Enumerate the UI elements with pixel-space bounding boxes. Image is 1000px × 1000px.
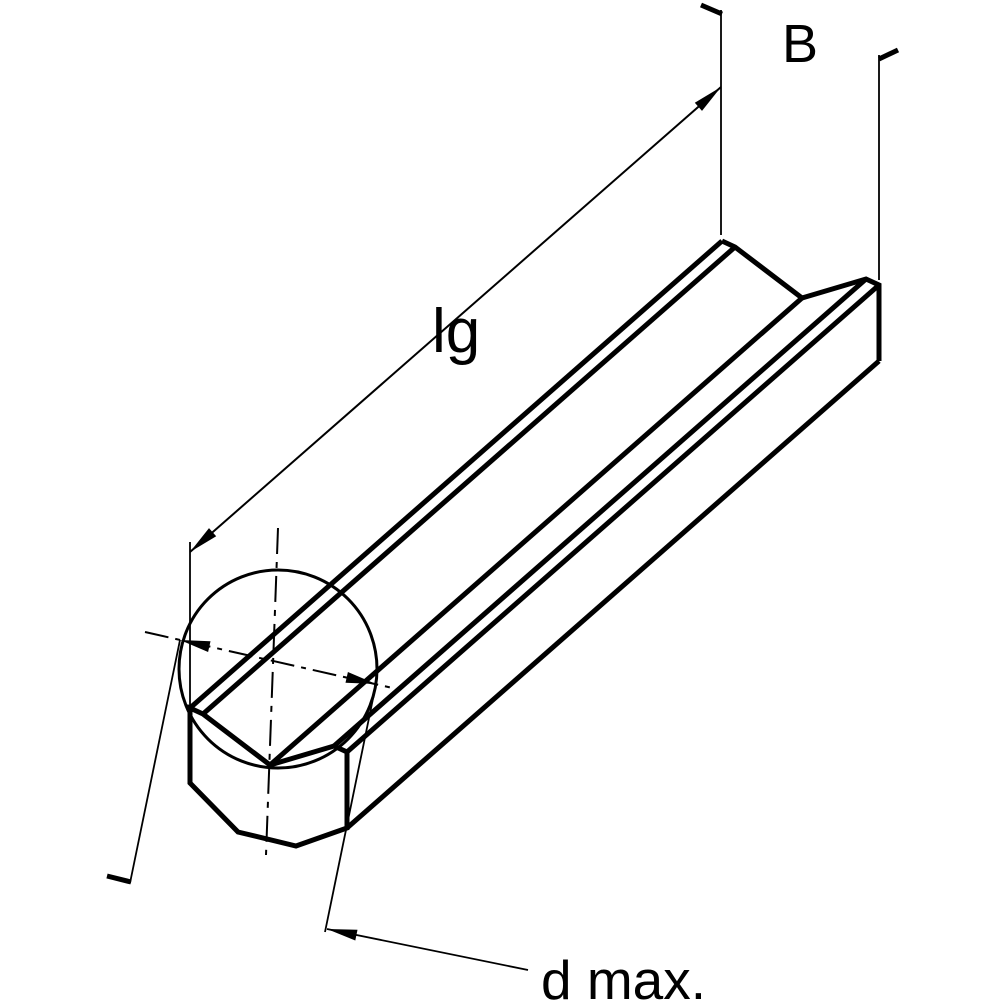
lg-label: lg (432, 297, 480, 366)
lg-dimension-line (189, 86, 722, 553)
bar-long-edge-groove-bottom (268, 296, 804, 767)
d-max-witness-line-left (129, 639, 181, 884)
d-max-arrowhead-left (180, 640, 211, 652)
d-max-label: d max. (541, 949, 706, 1000)
d-max-witness-line-right (324, 683, 377, 933)
bar-long-edge-right-rim-outer (345, 283, 881, 754)
bar-long-edge-left-rim-outer (188, 239, 724, 710)
center-line-vertical (265, 527, 279, 856)
lg-dimension: lg (189, 86, 722, 708)
b-tick-right (877, 47, 900, 62)
v-block-bar (187, 238, 882, 849)
workpiece-circle (177, 568, 379, 770)
d-max-dimension: d max. (106, 639, 706, 1000)
d-max-leader-arrowhead (327, 929, 358, 941)
d-max-leader-line (326, 928, 529, 971)
lg-arrowhead-front (190, 528, 217, 552)
bar-long-edge-bottom-right (345, 359, 881, 830)
bar-long-edge-left-rim-inner (201, 245, 737, 716)
b-dimension: B (700, 2, 900, 280)
bar-long-edge-right-rim-inner (332, 277, 868, 748)
d-max-tick-bottom-left (106, 873, 132, 885)
lg-arrowhead-back (694, 87, 721, 111)
b-label: B (782, 14, 818, 74)
bar-front-face (187, 704, 350, 849)
d-max-arrowhead-right (345, 672, 376, 684)
b-tick-left (700, 2, 723, 17)
